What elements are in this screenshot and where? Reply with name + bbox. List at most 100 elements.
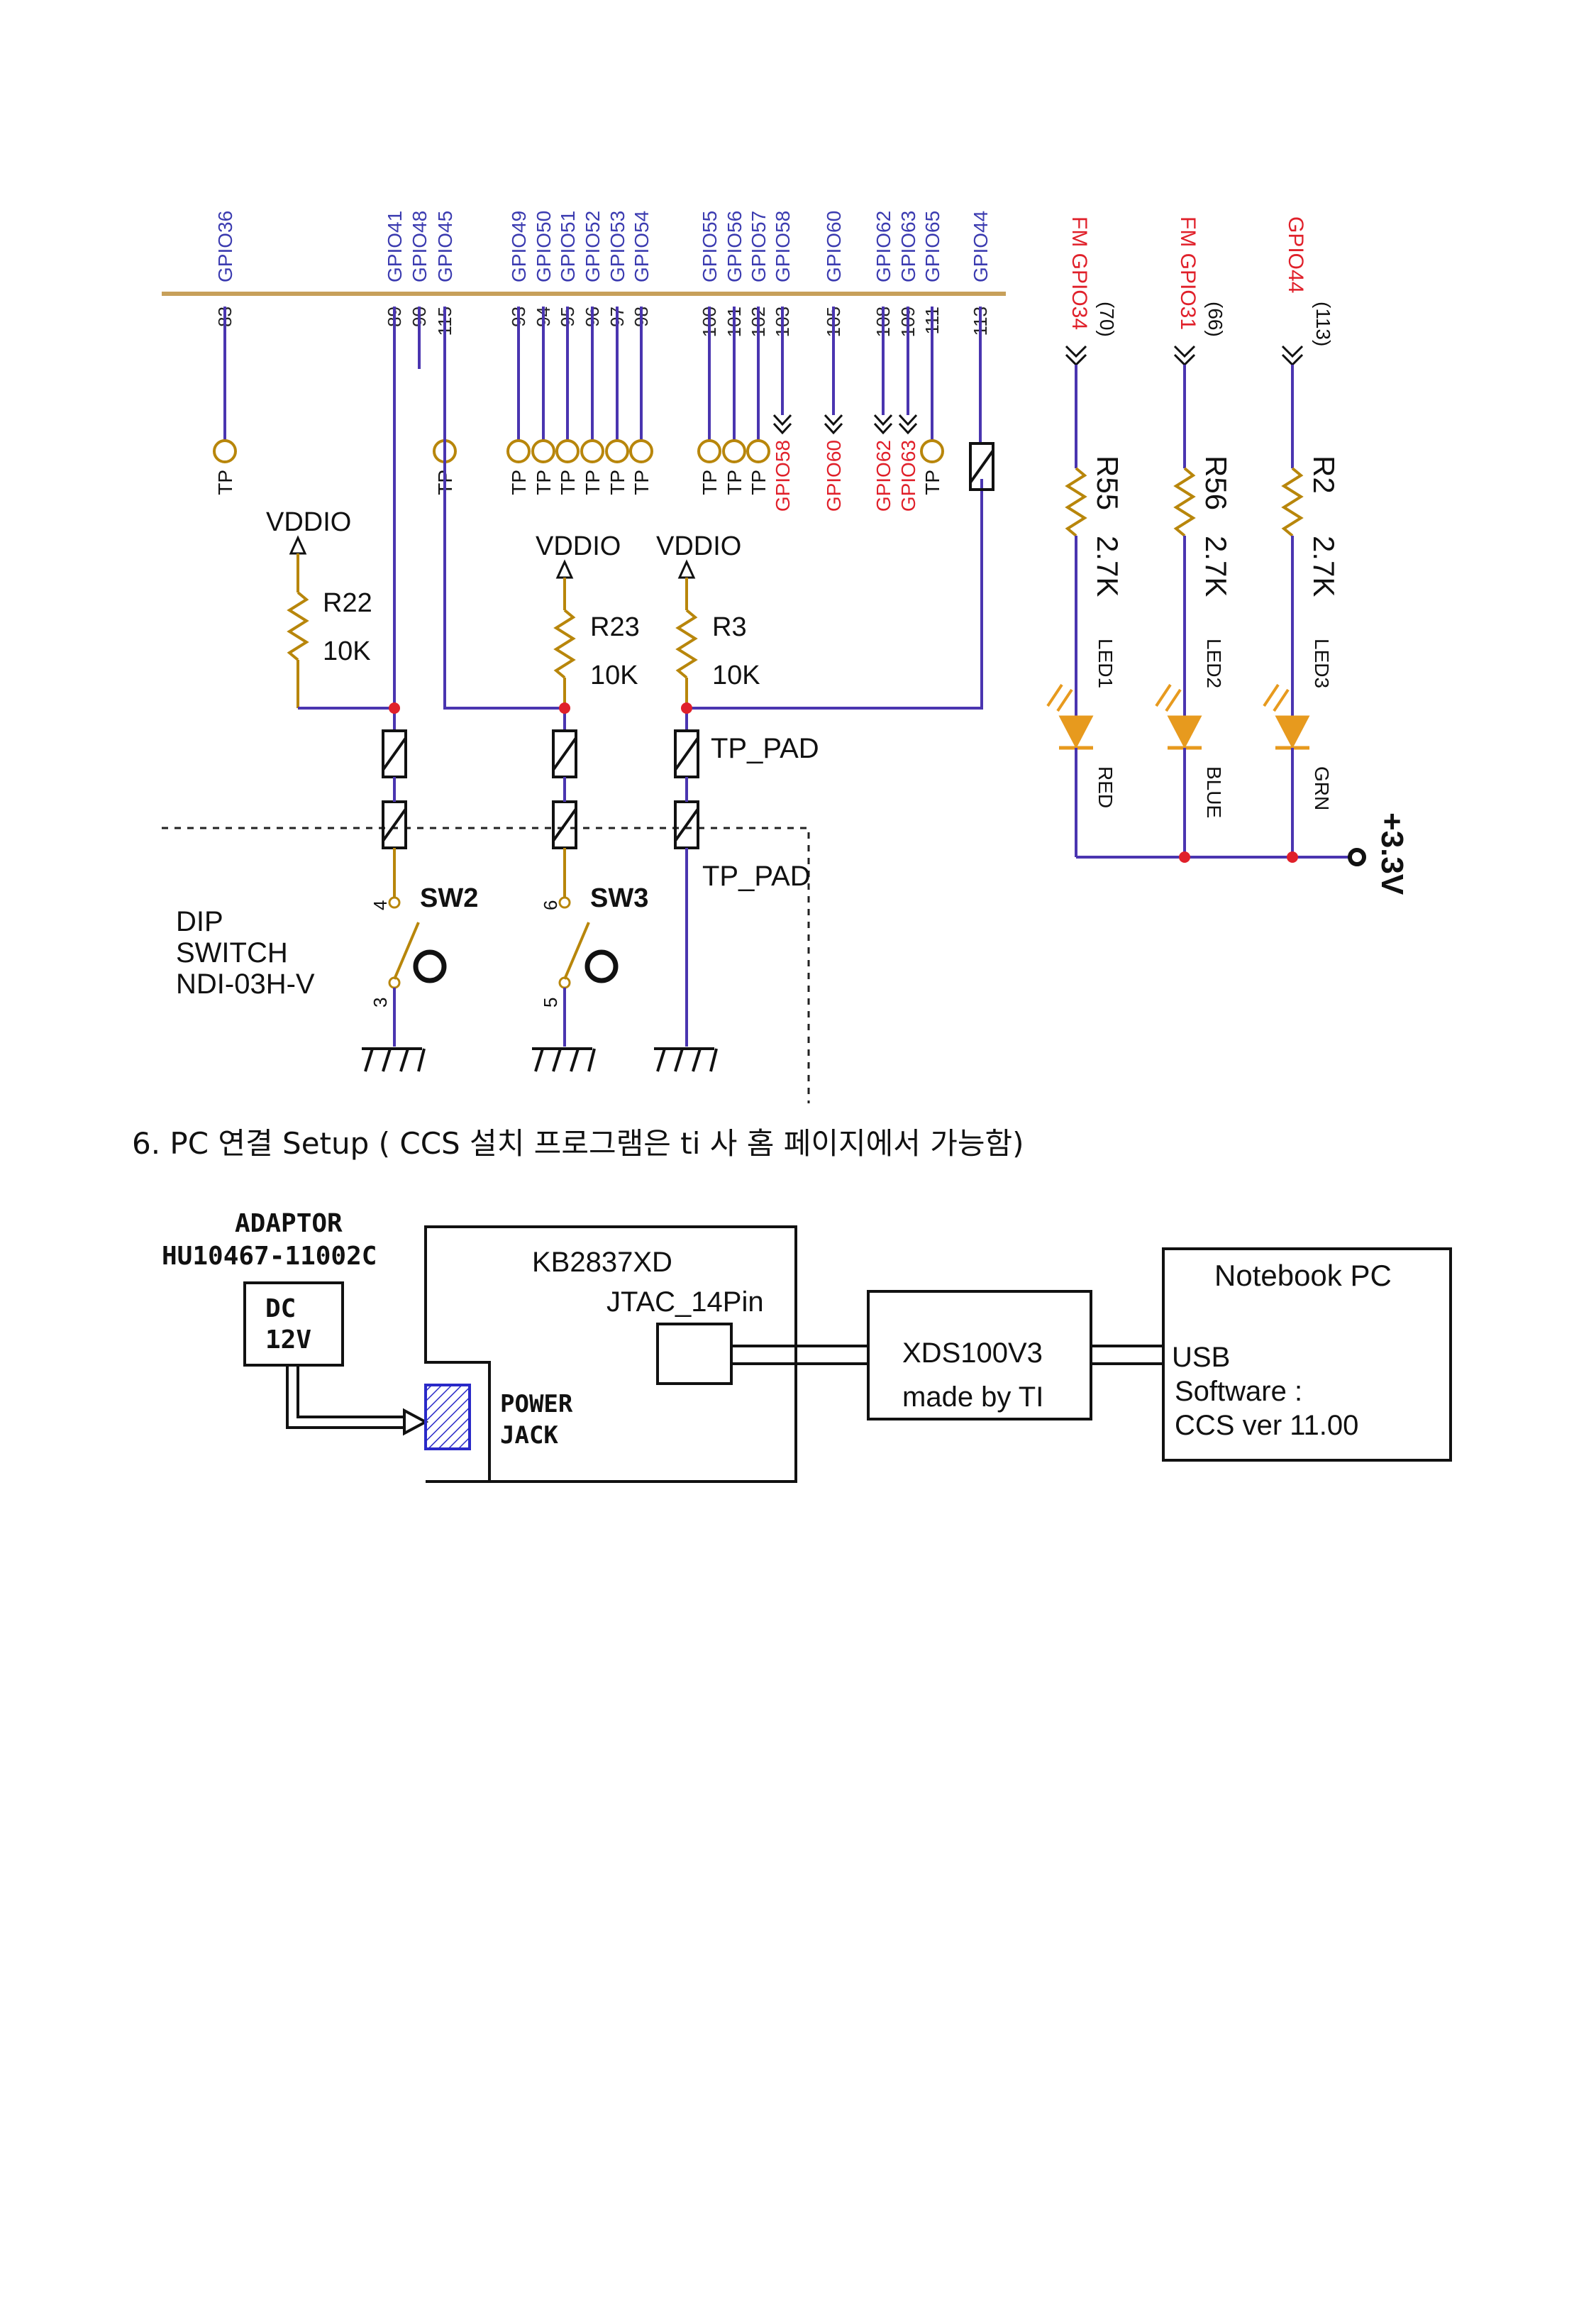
test-point [722,439,746,463]
led-pin-number: (70) [1096,302,1118,337]
pc-ccs-version: CCS ver 11.00 [1175,1410,1358,1441]
supply-terminal [1348,848,1366,866]
net-label: GPIO60 [823,440,845,512]
led-resistor-ref: R56 [1199,456,1233,510]
dc-cable-arrow [403,1408,429,1436]
gpio-label: GPIO62 [872,211,894,282]
net-label: GPIO58 [772,440,794,512]
test-point [605,439,629,463]
net-chevron [898,414,918,426]
adaptor-model: HU10467-11002C [162,1242,377,1271]
gpio-label: GPIO58 [772,211,794,282]
dc-cable [286,1365,410,1429]
sw3-knob [584,949,619,983]
r3-value: 10K [712,661,760,690]
led-resistor [1173,467,1196,537]
power-jack-line1: POWER [500,1390,573,1418]
net-gpio44-wire [687,479,983,710]
sw3-lever [563,922,590,980]
sw3-pin-top: 6 [540,900,561,910]
gpio-label: GPIO53 [606,211,628,282]
led-color: BLUE [1203,766,1225,818]
jtag-label: JTAC_14Pin [606,1286,764,1318]
board-name: KB2837XD [532,1247,672,1278]
pc-setup-diagram: ADAPTOR HU10467-11002C DC 12V POWER JACK… [162,1209,1452,1483]
led-ref: LED3 [1311,639,1333,688]
tp-label: TP [748,470,770,495]
pad-symbol [969,442,994,491]
test-point [506,439,531,463]
led-net-label: FM GPIO34 [1068,216,1091,330]
tp-label: TP [606,470,628,495]
r22-ref: R22 [323,588,372,618]
junction-dot [681,702,692,714]
gpio-label: GPIO50 [533,211,555,282]
r3-resistor [675,609,698,679]
pc-name: Notebook PC [1214,1259,1392,1292]
net-chevron [1281,345,1304,358]
led-pin-number: (66) [1204,302,1226,337]
tp-pad-label: TP_PAD [702,861,811,892]
ground-symbols [362,1047,718,1072]
vddio-label: VDDIO [536,531,621,561]
net-label: GPIO63 [897,440,919,512]
dc-label: DC [265,1294,296,1323]
led-ref: LED2 [1203,639,1225,688]
tp-pad-label: TP_PAD [711,733,819,764]
xds100v3-box [867,1290,1092,1420]
r23-resistor [553,609,576,679]
bus-pin-group: GPIO3683GPIO4189GPIO4890GPIO45115GPIO499… [214,211,992,338]
section-caption: 6. PC 연결 Setup ( CCS 설치 프로그램은 ti 사 홈 페이지… [132,1126,1024,1161]
gpio-label: GPIO36 [214,211,236,282]
led-net-label: FM GPIO31 [1176,216,1199,330]
dip-switch-boundary [162,827,810,1103]
vddio-arrow [289,535,307,555]
tp-label: TP [557,470,579,495]
junction-dot [389,702,400,714]
test-point [580,439,604,463]
adaptor-title: ADAPTOR [235,1209,343,1238]
pc-usb: USB [1172,1342,1230,1373]
net-chevron [1065,345,1087,358]
debugger-name: XDS100V3 [902,1337,1043,1369]
sw2-pin-bottom: 3 [370,998,391,1008]
test-point [555,439,580,463]
dc-voltage: 12V [265,1325,311,1355]
pullup-section: VDDIO R22 10K VDDIO R23 10K VDDIO R3 10K [162,307,994,1103]
gpio-label: GPIO57 [748,211,770,282]
r22-resistor [287,591,309,661]
led-resistor-value: 2.7K [1307,536,1341,597]
dc-adaptor-box [243,1281,344,1367]
net-chevron [873,414,893,426]
net-chevron [824,414,843,426]
power-jack-line2: JACK [500,1421,558,1450]
led-color: GRN [1311,766,1333,810]
tp-label: TP [724,470,746,495]
gpio-label: GPIO48 [409,211,431,282]
power-jack [424,1384,471,1450]
led-color: RED [1095,766,1116,808]
dip-switch-line2: SWITCH [176,937,288,969]
dip-switch-line1: DIP [176,906,223,937]
pc-software: Software : [1175,1376,1302,1407]
led-resistor-value: 2.7K [1199,536,1233,597]
r22-value: 10K [323,636,371,666]
gpio-label: GPIO51 [557,211,579,282]
gpio-label: GPIO65 [921,211,943,282]
net-label: GPIO62 [872,440,894,512]
gpio-label: GPIO45 [434,211,456,282]
led-resistor-ref: R55 [1091,456,1124,510]
gpio-label: GPIO49 [508,211,530,282]
sw3-label: SW3 [590,883,648,913]
junction-dot [1179,851,1190,863]
tp-label: TP [582,470,604,495]
jtag-connector [656,1323,733,1385]
led-net-label: GPIO44 [1284,216,1307,293]
gpio-label: GPIO56 [724,211,746,282]
net-chevron [1173,345,1196,358]
tp-label: TP [699,470,721,495]
